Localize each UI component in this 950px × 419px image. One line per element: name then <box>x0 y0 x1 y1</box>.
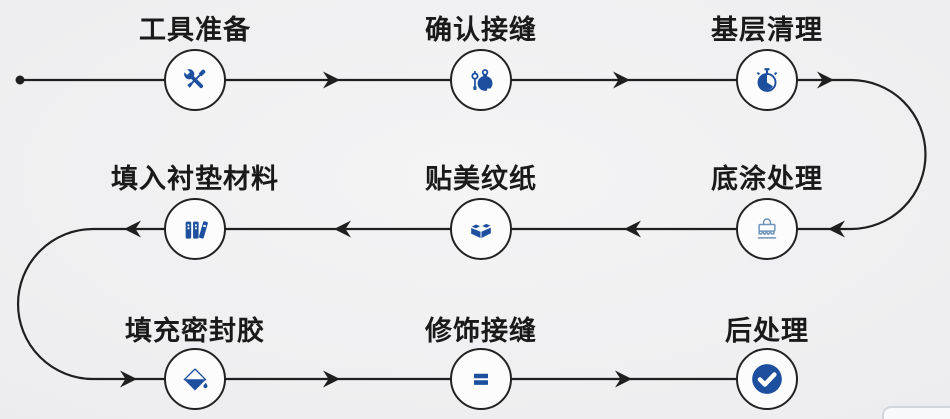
step-label-post: 后处理 <box>725 316 809 346</box>
plumb-level-icon <box>471 69 493 91</box>
stopwatch-icon <box>756 68 778 92</box>
arrow-right-icon <box>817 71 834 89</box>
flow-arrowheads <box>120 71 845 388</box>
arrow-left-icon <box>334 220 351 238</box>
arrow-right-icon <box>323 370 340 388</box>
primer-brush-icon <box>757 218 777 239</box>
step-node-tools <box>164 49 226 111</box>
step-node-tape <box>450 198 512 260</box>
step-label-primer: 底涂处理 <box>711 164 823 194</box>
paint-bucket-icon <box>183 368 208 391</box>
check-circle-icon <box>752 364 782 394</box>
arrow-right-icon <box>120 370 137 388</box>
arrow-right-icon <box>615 370 632 388</box>
background-card-corner <box>882 406 950 419</box>
arrow-left-icon <box>124 220 141 238</box>
binders-icon <box>185 221 208 239</box>
equals-icon <box>473 373 489 385</box>
step-label-finish: 修饰接缝 <box>425 316 537 346</box>
arrow-right-icon <box>613 71 630 89</box>
step-node-confirm <box>450 49 512 111</box>
step-label-tools: 工具准备 <box>139 15 251 45</box>
step-label-confirm: 确认接缝 <box>425 15 537 45</box>
step-node-clean <box>736 49 798 111</box>
arrow-left-icon <box>828 220 845 238</box>
arrow-left-icon <box>624 220 641 238</box>
step-node-backer <box>164 198 226 260</box>
step-node-post <box>736 348 798 410</box>
tools-icon <box>183 68 206 89</box>
step-label-tape: 贴美纹纸 <box>425 164 537 194</box>
step-label-clean: 基层清理 <box>711 15 823 45</box>
step-label-sealant: 填充密封胶 <box>125 316 265 346</box>
step-node-finish <box>450 348 512 410</box>
open-box-icon <box>470 222 492 240</box>
step-node-primer <box>736 198 798 260</box>
arrow-right-icon <box>323 71 340 89</box>
step-node-sealant <box>164 348 226 410</box>
step-label-backer: 填入衬垫材料 <box>111 164 279 194</box>
